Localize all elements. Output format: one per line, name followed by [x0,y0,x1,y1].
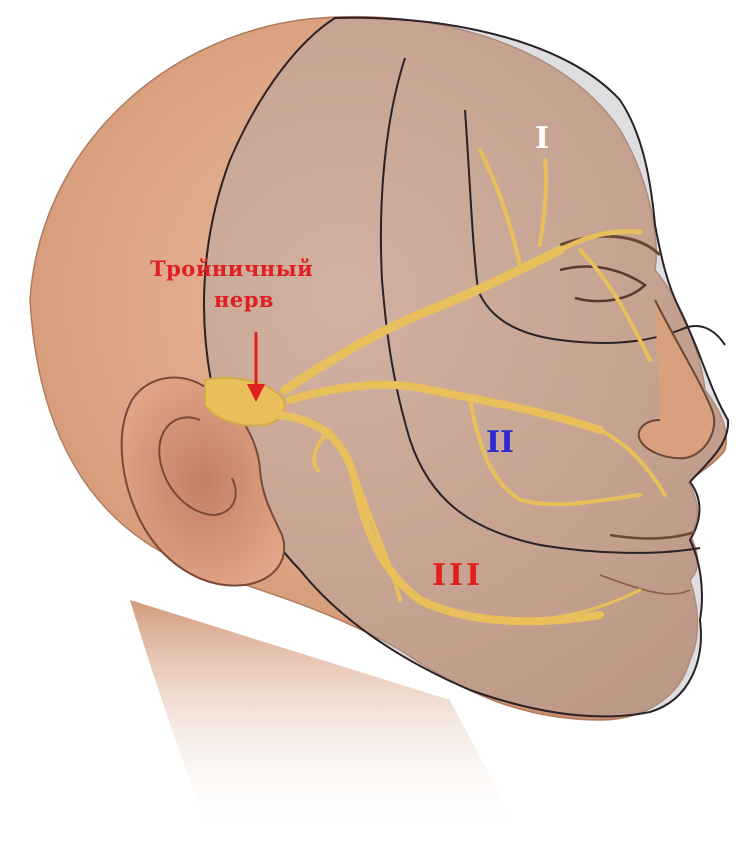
nerve-name-line2: нерв [214,289,274,310]
branch-2-label: II [486,428,514,458]
branch-1-label: I [535,124,549,154]
nerve-name-line1: Тройничный [150,258,313,279]
branch-3-label: III [432,561,483,591]
